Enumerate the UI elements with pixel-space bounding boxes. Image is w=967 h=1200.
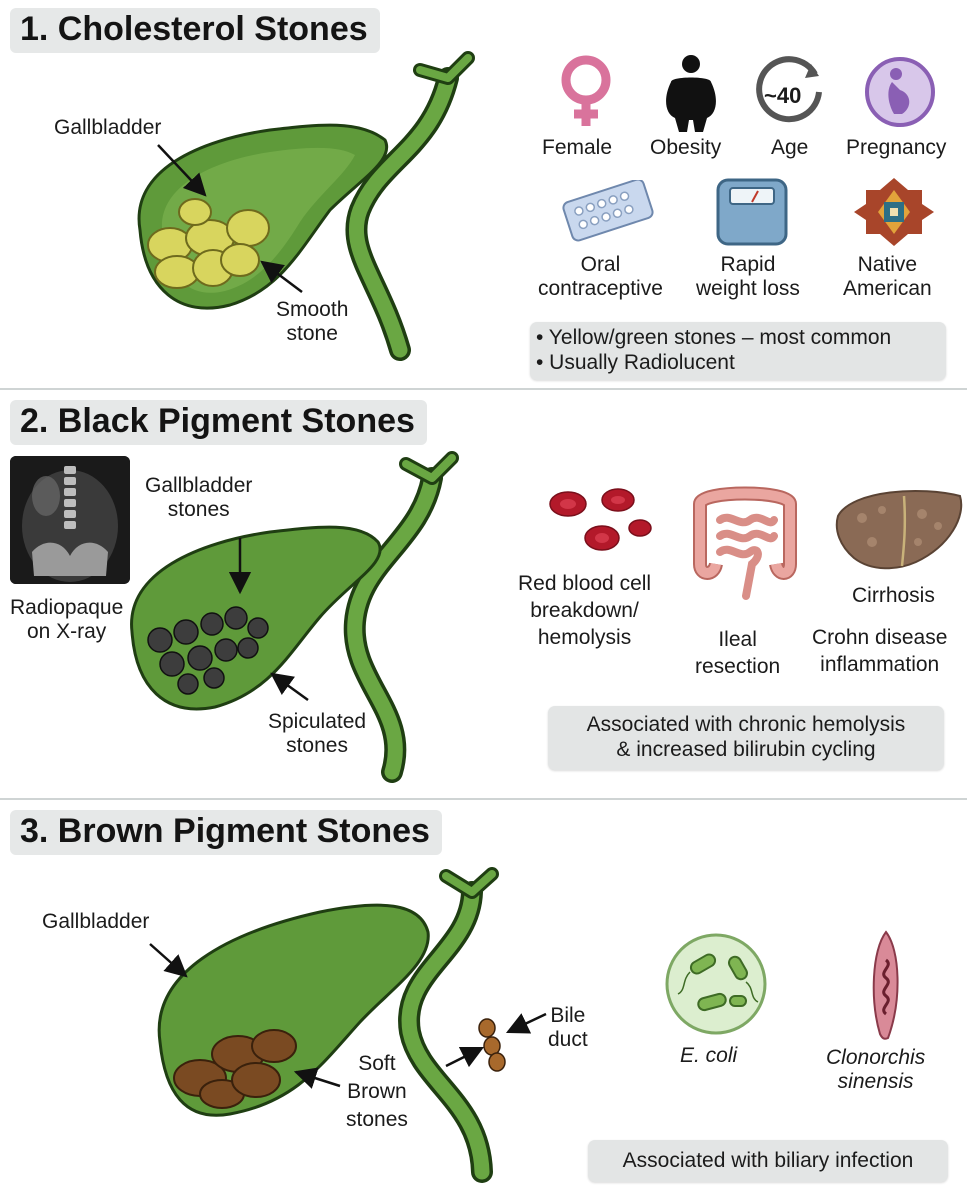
female-symbol-icon [561,55,611,126]
black-pigment-note: Associated with chronic hemolysis & incr… [548,706,944,770]
cause-ileal-resection-label: Ileal resection [695,628,781,678]
gallbladder-stones-label: Gallbladder stones [145,474,253,521]
cause-crohn-label: Crohn disease inflammation [812,626,948,676]
liver-fluke-icon [872,930,899,1040]
native-pattern-icon [854,178,934,246]
pill-pack-icon [562,180,654,242]
spiculated-stones [147,606,269,695]
cholesterol-gallbladder-illustration [137,51,475,361]
cause-cirrhosis-label: Cirrhosis [852,584,935,607]
section-heading: 3. Brown Pigment Stones [10,810,442,855]
section-heading: 2. Black Pigment Stones [10,400,427,445]
section-cholesterol-stones: 1. Cholesterol Stones Gallbladder Smooth… [0,0,967,388]
risk-female-label: Female [542,136,613,159]
age-badge: ~40 [764,83,802,108]
red-blood-cells-icon [549,488,652,551]
smooth-stones [147,198,270,289]
bile-duct-label: Bile duct [548,1004,588,1051]
weight-scale-icon [716,178,788,246]
smooth-stone-label: Smooth stone [276,298,349,345]
brown-pigment-gallbladder-illustration [149,867,547,1183]
section-brown-pigment-stones: 3. Brown Pigment Stones Gallbladder Bile… [0,802,967,1200]
section-divider [0,798,967,800]
organism-clonorchis-label: Clonorchis sinensis [826,1046,926,1093]
spiculated-stones-label: Spiculated stones [268,710,367,757]
gallbladder-label: Gallbladder [54,116,162,139]
risk-oral-contraceptive-label: Oral contraceptive [538,253,663,300]
risk-pregnancy-label: Pregnancy [846,136,947,159]
liver-icon [835,489,963,570]
organism-ecoli-label: E. coli [680,1044,738,1067]
cause-rbc-breakdown-label: Red blood cell breakdown/ hemolysis [518,572,652,649]
cholesterol-notes: • Yellow/green stones – most common • Us… [530,322,946,380]
xray-caption: Radiopaque on X-ray [10,596,124,643]
section-divider [0,388,967,390]
duct-stones [478,1018,506,1072]
age-clock-icon [756,56,822,123]
risk-rapid-weight-loss-label: Rapid weight loss [696,253,800,300]
xray-image [10,456,130,584]
note-line: • Usually Radiolucent [536,351,735,374]
bacteria-icon [665,933,767,1035]
black-pigment-gallbladder-illustration [130,451,459,783]
soft-brown-stones-label: Soft Brown stones [346,1052,408,1131]
brown-stones [173,1029,297,1109]
risk-native-american-label: Native American [843,253,932,300]
note-line: • Yellow/green stones – most common [536,326,892,349]
brown-pigment-note: Associated with biliary infection [588,1140,948,1182]
obesity-silhouette-icon [666,55,716,132]
gallbladder-label: Gallbladder [42,910,150,933]
intestine-icon [693,486,797,600]
section-heading: 1. Cholesterol Stones [10,8,380,53]
section-black-pigment-stones: 2. Black Pigment Stones Radiopaque on X-… [0,392,967,798]
xray-illustration [10,456,130,584]
risk-obesity-label: Obesity [650,136,722,159]
pregnancy-icon [865,57,935,127]
risk-age-label: Age [771,136,809,159]
